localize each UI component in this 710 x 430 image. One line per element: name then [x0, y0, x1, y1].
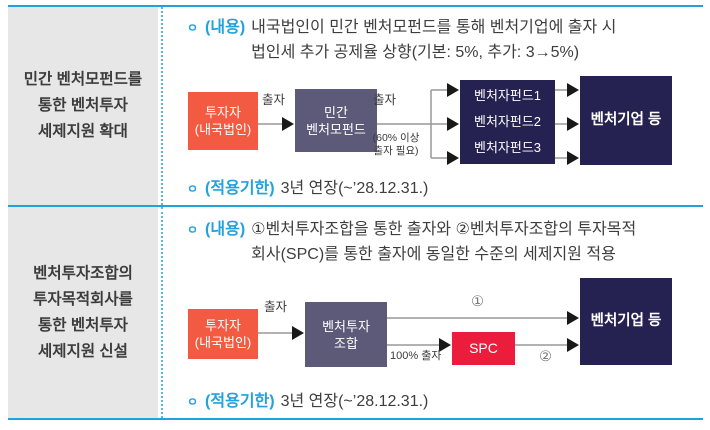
content-tag: (내용) — [205, 19, 246, 36]
table-row: 민간 벤처모펀드를 통한 벤처투자 세제지원 확대 ㅇ (내용) 내국법인이 민… — [8, 7, 703, 205]
period-tag: (적용기한) — [205, 393, 275, 410]
flow-arrows — [258, 311, 579, 352]
period-text: 3년 연장(~’28.12.31.) — [280, 393, 429, 410]
arrow-label: 100% 출자 — [390, 350, 442, 362]
content-tag: (내용) — [205, 221, 246, 238]
arrowhead-icon — [567, 83, 579, 97]
row1-description-line: ㅇ (내용) 내국법인이 민간 벤처모펀드를 통해 벤처기업에 출자 시 법인세… — [187, 15, 703, 65]
dotted-divider — [161, 207, 163, 418]
circle-bullet-icon: ㅇ — [187, 182, 199, 196]
circled-one-label: ① — [471, 294, 484, 310]
arrowhead-icon — [567, 151, 579, 165]
circle-bullet-icon: ㅇ — [187, 223, 199, 237]
row1-content: ㅇ (내용) 내국법인이 민간 벤처모펀드를 통해 벤처기업에 출자 시 법인세… — [163, 7, 703, 205]
row2-period-line: ㅇ (적용기한) 3년 연장(~’28.12.31.) — [187, 389, 703, 415]
content-text: ①벤처투자조합을 통한 출자와 ②벤처투자조합의 투자목적 회사(SPC)를 통… — [251, 221, 637, 263]
dotted-divider — [161, 7, 163, 205]
arrow-label: 출자 — [264, 300, 288, 314]
arrowhead-icon — [567, 117, 579, 131]
mother-fund-box: 민간 벤처모펀드 — [295, 89, 377, 152]
sub-funds-box: 벤처자펀드1 벤처자펀드2 벤처자펀드3 — [460, 80, 555, 164]
arrowhead-icon — [439, 338, 451, 352]
row1-flow-diagram: 투자자 (내국법인) 출자 민간 벤처모펀드 출자 (60% 이상 출자 필요)… — [163, 76, 703, 168]
policy-table: 민간 벤처모펀드를 통한 벤처투자 세제지원 확대 ㅇ (내용) 내국법인이 민… — [8, 5, 703, 420]
row2-title: 벤처투자조합의 투자목적회사를 통한 벤처투자 세제지원 신설 — [8, 207, 158, 418]
arrowhead-icon — [567, 311, 579, 325]
circle-bullet-icon: ㅇ — [187, 21, 199, 35]
row1-title: 민간 벤처모펀드를 통한 벤처투자 세제지원 확대 — [8, 7, 158, 205]
arrow-note: (60% 이상 출자 필요) — [372, 132, 420, 157]
row2-description-line: ㅇ (내용) ①벤처투자조합을 통한 출자와 ②벤처투자조합의 투자목적 회사(… — [187, 217, 703, 267]
venture-fund-box: 벤처투자 조합 — [305, 302, 387, 367]
arrow-label: 출자 — [373, 93, 397, 107]
investor-box: 투자자 (내국법인) — [188, 92, 258, 150]
circle-bullet-icon: ㅇ — [187, 395, 199, 409]
sub-fund-item: 벤처자펀드3 — [473, 140, 542, 155]
arrowhead-icon — [447, 83, 459, 97]
flow-arrows — [258, 83, 579, 165]
sub-fund-item: 벤처자펀드2 — [473, 114, 542, 129]
arrowhead-icon — [282, 117, 294, 131]
content-text: 내국법인이 민간 벤처모펀드를 통해 벤처기업에 출자 시 법인세 추가 공제율… — [251, 19, 617, 61]
spc-box: SPC — [452, 332, 515, 365]
investor-box: 투자자 (내국법인) — [188, 309, 258, 359]
circled-two-label: ② — [539, 349, 552, 365]
arrow-label: 출자 — [262, 93, 286, 107]
arrowhead-icon — [447, 117, 459, 131]
venture-company-box: 벤처기업 등 — [580, 278, 672, 365]
row2-flow-diagram: 투자자 (내국법인) 출자 벤처투자 조합 ① 100% 출자 SPC ② 벤처… — [163, 278, 703, 370]
row2-content: ㅇ (내용) ①벤처투자조합을 통한 출자와 ②벤처투자조합의 투자목적 회사(… — [163, 207, 703, 418]
sub-fund-item: 벤처자펀드1 — [473, 88, 542, 103]
period-text: 3년 연장(~’28.12.31.) — [280, 180, 429, 197]
row1-period-line: ㅇ (적용기한) 3년 연장(~’28.12.31.) — [187, 176, 703, 202]
venture-company-box: 벤처기업 등 — [580, 76, 672, 165]
arrowhead-icon — [567, 338, 579, 352]
row-separator — [8, 205, 703, 207]
period-tag: (적용기한) — [205, 180, 275, 197]
arrowhead-icon — [292, 326, 304, 340]
arrowhead-icon — [447, 151, 459, 165]
table-row: 벤처투자조합의 투자목적회사를 통한 벤처투자 세제지원 신설 ㅇ (내용) ①… — [8, 207, 703, 418]
